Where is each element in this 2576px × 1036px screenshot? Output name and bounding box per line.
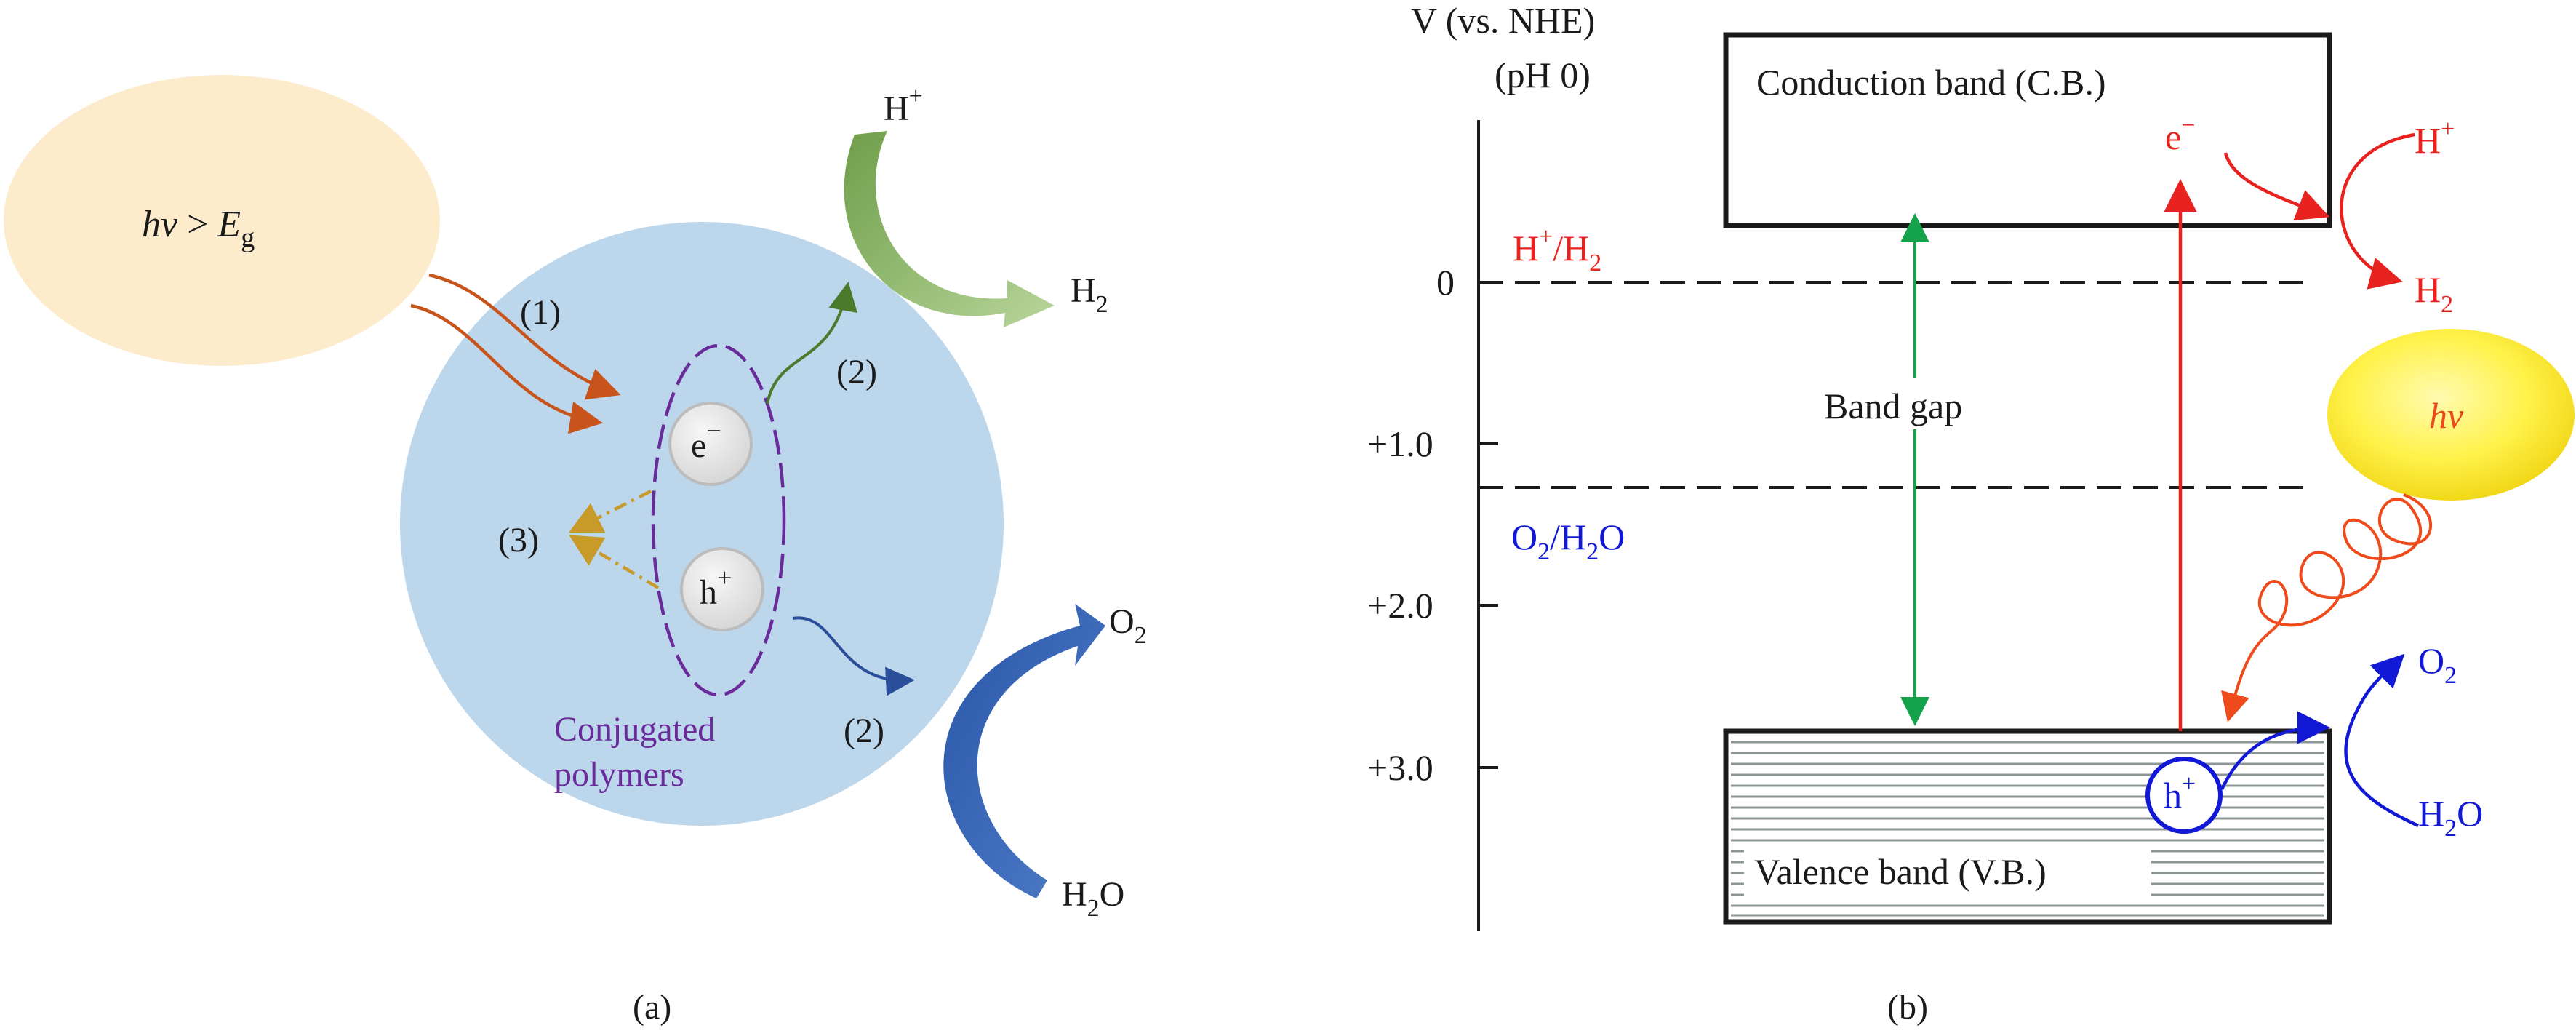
svg-text:h+: h+	[2164, 770, 2196, 816]
water-label-b: H2O	[2418, 793, 2483, 842]
electron-particle-a: e−	[668, 402, 753, 486]
step-2-top-label: (2)	[836, 353, 877, 391]
electron-label-b: e−	[2165, 112, 2195, 157]
proton-to-hydrogen-arrow	[2340, 132, 2415, 290]
tick-label-3: +3.0	[1367, 747, 1433, 788]
hole-particle-a: h+	[680, 547, 764, 631]
conduction-band-label: Conduction band (C.B.)	[1756, 62, 2106, 103]
svg-text:h+: h+	[700, 563, 732, 612]
hole-to-water-arrow	[2220, 711, 2330, 790]
axis-title-line1: V (vs. NHE)	[1411, 0, 1595, 41]
h-couple-label: H+/H2	[1513, 223, 1601, 276]
band-gap-label: Band gap	[1824, 386, 1962, 426]
hole-particle-b: h+	[2145, 757, 2223, 834]
exciton-pair-boundary	[651, 343, 786, 697]
panel-a: hν > Eg (1) e− h+ (3) (2) H+ H2	[4, 75, 1147, 1027]
water-to-oxygen-arrow	[2344, 653, 2419, 828]
photon-arrow-1	[428, 273, 621, 400]
light-condition-label: hν > Eg	[142, 204, 255, 253]
material-label-line2: polymers	[554, 755, 684, 794]
valence-band-label: Valence band (V.B.)	[1754, 851, 2047, 892]
photon-wave	[2221, 493, 2432, 722]
svg-text:e−: e−	[691, 416, 721, 465]
hydrogen-label-a: H2	[1071, 271, 1108, 318]
sun-light-source	[2327, 329, 2575, 501]
axis-title-line2: (pH 0)	[1495, 55, 1591, 95]
valence-band-box: Valence band (V.B.)	[1723, 728, 2332, 925]
oxygen-evolution-band-arrow	[943, 604, 1105, 898]
tick-label-1: +1.0	[1367, 423, 1433, 464]
electron-transfer-arrow	[766, 282, 857, 405]
step-2-bottom-label: (2)	[844, 712, 884, 750]
electron-to-proton-arrow	[2223, 152, 2330, 221]
oxygen-label-a: O2	[1109, 602, 1147, 649]
light-source-blob	[4, 75, 440, 366]
hydrogen-label-b: H2	[2415, 269, 2453, 318]
band-gap-label-bg	[1818, 378, 2015, 429]
panel-b-caption: (b)	[1887, 988, 1928, 1027]
proton-label-b: H+	[2415, 116, 2455, 161]
panel-a-caption: (a)	[633, 988, 671, 1027]
light-label-b: hν	[2429, 395, 2464, 436]
tick-label-2: +2.0	[1367, 585, 1433, 626]
step-3-label: (3)	[498, 521, 539, 559]
water-label-a: H2O	[1062, 875, 1124, 922]
photon-arrow-2	[410, 303, 603, 434]
polymer-particle-sphere	[400, 222, 1004, 826]
conduction-band-box	[1723, 32, 2332, 228]
material-label-line1: Conjugated	[554, 710, 715, 749]
valence-band-label-bg	[1744, 845, 2151, 898]
step-1-label: (1)	[520, 293, 561, 332]
proton-label-a: H+	[884, 83, 923, 128]
panel-b: V (vs. NHE) (pH 0) 0 +1.0 +2.0 +3.0 H+/H…	[1367, 0, 2575, 1027]
hydrogen-evolution-band-arrow	[844, 131, 1055, 327]
o-couple-label: O2/H2O	[1511, 517, 1625, 565]
tick-label-0: 0	[1436, 262, 1455, 303]
recombination-arrow-lower	[569, 535, 660, 589]
hole-transfer-arrow	[792, 616, 915, 696]
oxygen-label-b: O2	[2418, 640, 2457, 689]
